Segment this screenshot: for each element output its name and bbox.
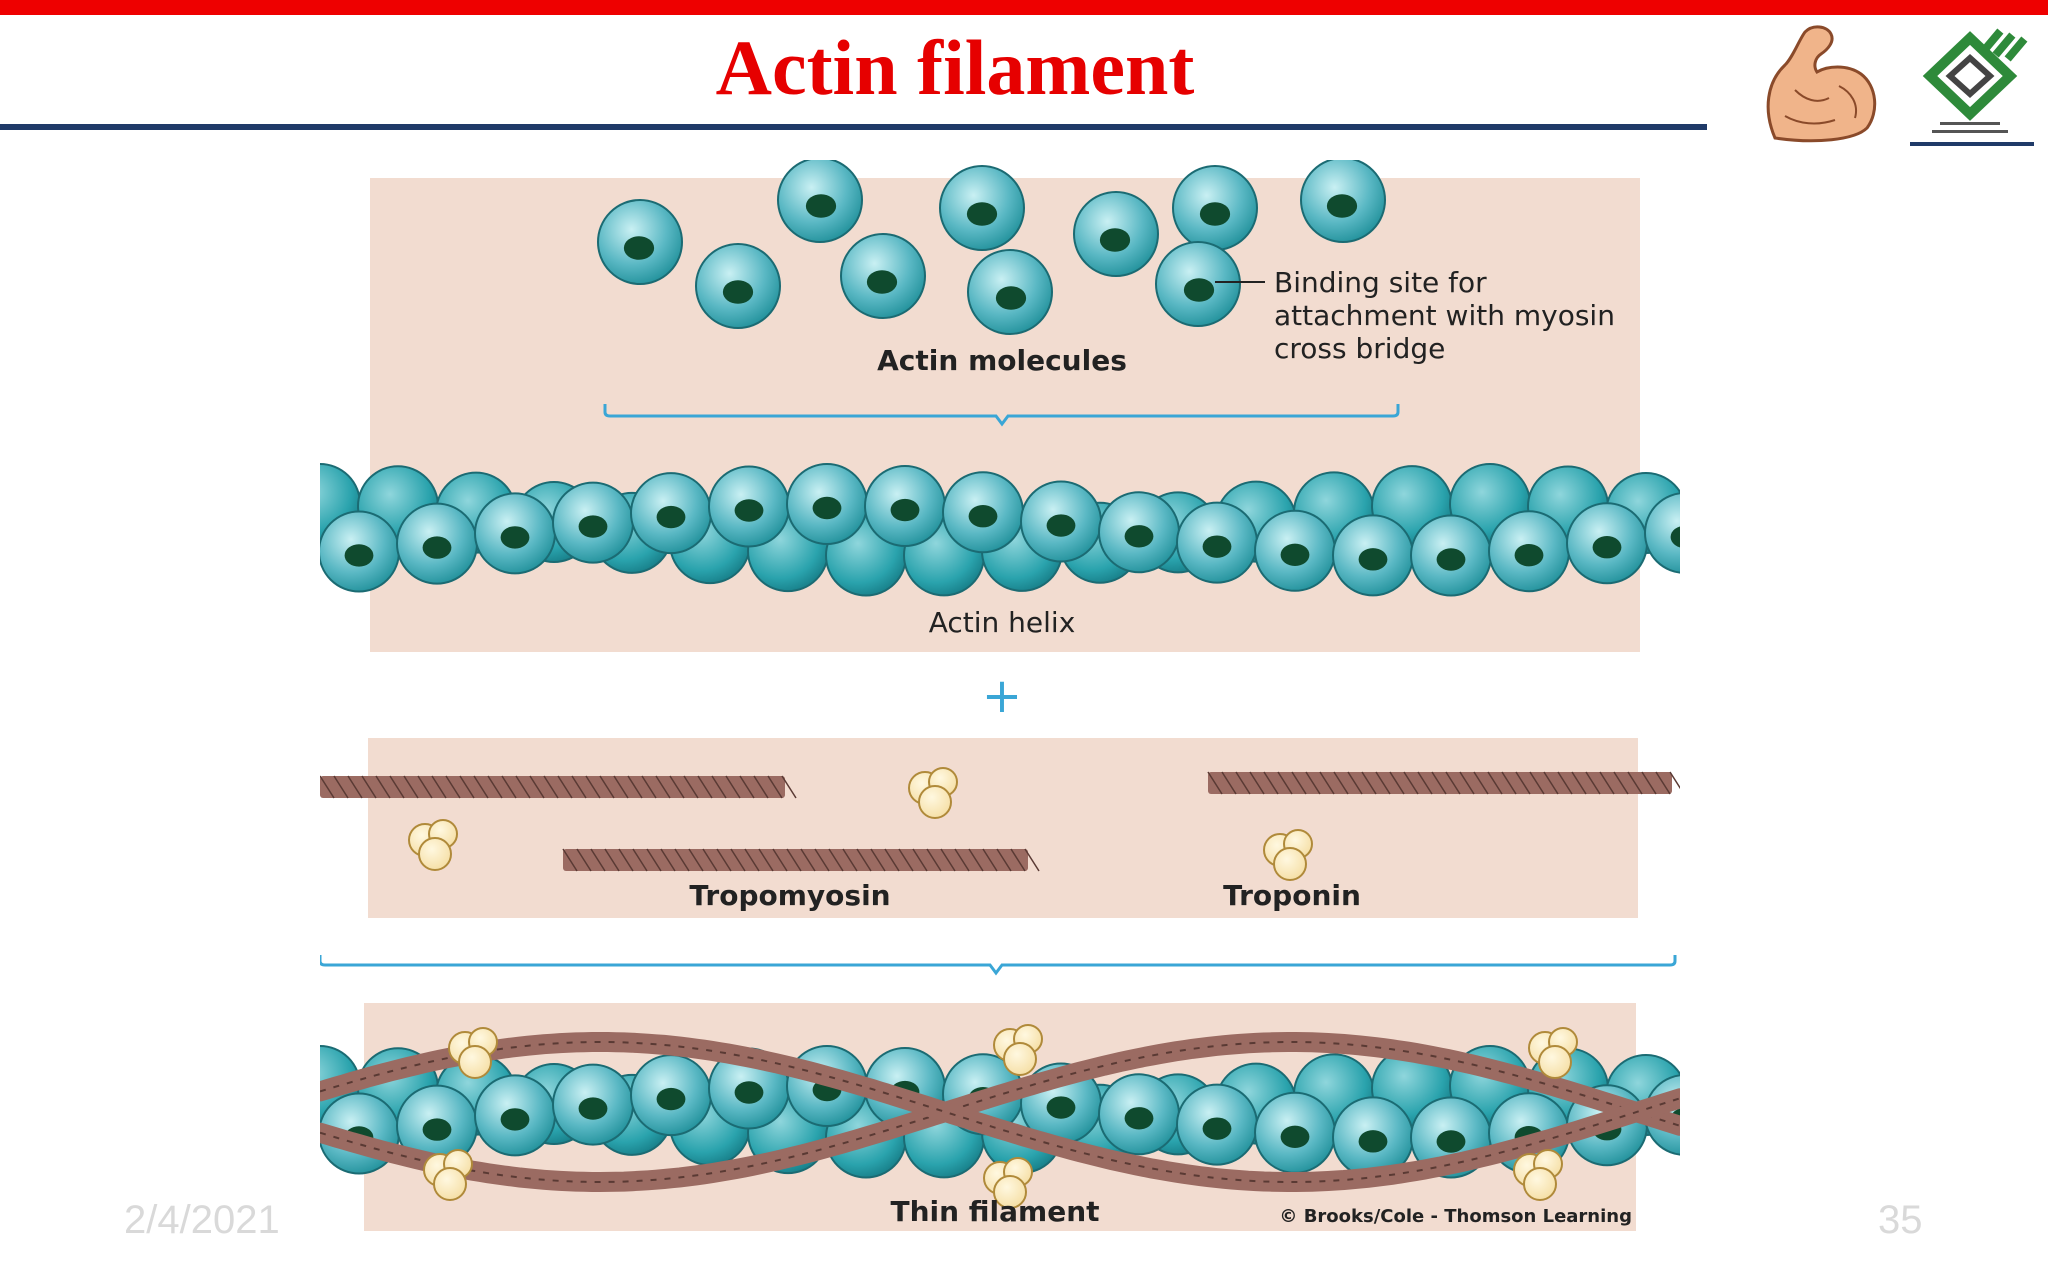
binding-site [1592, 536, 1622, 559]
binding-site [1670, 526, 1680, 548]
binding-site [1514, 544, 1544, 567]
panel-regulatory-proteins [368, 738, 1638, 918]
binding-site [500, 526, 530, 549]
label-thin-filament: Thin filament [890, 1195, 1099, 1228]
tropomyosin-strand [320, 775, 797, 799]
plus-sign: + [982, 668, 1022, 724]
slide-title: Actin filament [715, 24, 1195, 111]
troponin-complex [408, 819, 458, 871]
binding-site [656, 1087, 686, 1111]
troponin-complex [908, 767, 958, 819]
label-binding-site-line2: attachment with myosin [1274, 299, 1615, 332]
thin-filament-strand [320, 1024, 1680, 1209]
label-troponin: Troponin [1223, 879, 1361, 912]
troponin-clusters [408, 767, 1313, 881]
binding-site [1202, 535, 1232, 558]
troponin-complex [1263, 829, 1313, 881]
troponin-complex [993, 1024, 1043, 1076]
tropomyosin-strands [320, 771, 1680, 872]
binding-site [968, 505, 998, 528]
binding-site [1202, 1117, 1232, 1140]
binding-site [734, 1081, 764, 1104]
binding-site [1046, 514, 1076, 537]
troponin-complex [423, 1149, 473, 1201]
binding-site [1183, 278, 1215, 302]
flexed-arm-icon [1766, 25, 1877, 143]
binding-site [578, 1097, 608, 1120]
binding-site [1436, 548, 1466, 571]
binding-site [344, 544, 374, 567]
title-underline [0, 124, 1707, 130]
binding-site [734, 499, 764, 522]
slide-page-number: 35 [1878, 1198, 1923, 1242]
label-binding-site-line1: Binding site for [1274, 266, 1487, 299]
binding-site [422, 1118, 452, 1141]
tropomyosin-strand [1207, 771, 1680, 795]
actin-helix-strand [320, 463, 1680, 597]
binding-site [1436, 1130, 1466, 1153]
binding-site [995, 286, 1027, 310]
binding-site [812, 496, 842, 520]
actin-filament-figure: Actin molecules Binding site for attachm… [320, 160, 1680, 1231]
binding-site [1099, 228, 1131, 252]
binding-site [1280, 1125, 1310, 1149]
troponin-complex [1513, 1149, 1563, 1201]
binding-site [1199, 202, 1231, 226]
binding-site [722, 280, 754, 304]
binding-site [805, 194, 837, 218]
top-accent-bar [0, 0, 2048, 15]
binding-site [500, 1108, 530, 1131]
troponin-complex [983, 1157, 1033, 1209]
tropomyosin-rope [320, 1032, 1680, 1192]
binding-site [866, 270, 898, 294]
tropomyosin-strand [562, 848, 1040, 872]
label-tropomyosin: Tropomyosin [689, 879, 890, 912]
binding-site [578, 515, 608, 538]
free-actin-molecules [597, 160, 1386, 335]
label-binding-site-line3: cross bridge [1274, 332, 1445, 365]
binding-site [1046, 1096, 1076, 1119]
university-emblem-icon [1922, 28, 2028, 133]
brace-actin [603, 404, 1400, 427]
troponin-complex [1528, 1027, 1578, 1079]
slide-date: 2/4/2021 [124, 1198, 280, 1242]
binding-site [890, 498, 920, 522]
binding-site [1326, 194, 1358, 218]
binding-site [1124, 1107, 1154, 1130]
binding-site [1124, 525, 1154, 548]
label-actin-molecules: Actin molecules [877, 344, 1127, 377]
actin-monomer [1644, 492, 1680, 574]
figure-credit: © Brooks/Cole - Thomson Learning [1279, 1206, 1632, 1227]
binding-site [623, 236, 655, 260]
binding-site [1358, 548, 1388, 571]
binding-site [1358, 1130, 1388, 1153]
binding-site [656, 505, 686, 529]
label-actin-helix: Actin helix [929, 606, 1076, 639]
emblem-underline [1910, 142, 2034, 146]
binding-site [1280, 543, 1310, 567]
brace-combined [320, 955, 1677, 976]
tropomyosin-rope [320, 1032, 1680, 1192]
binding-site [966, 202, 998, 226]
binding-site [422, 536, 452, 559]
troponin-complex [448, 1027, 498, 1079]
